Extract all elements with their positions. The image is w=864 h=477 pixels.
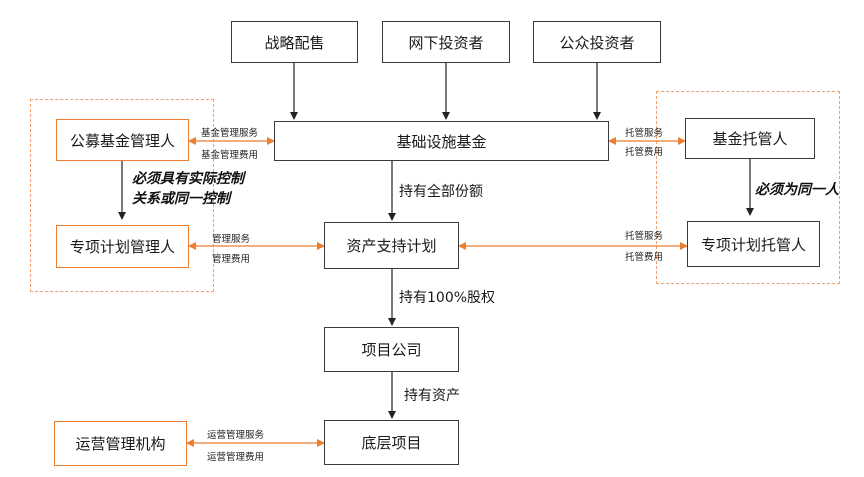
custody-service-label-mid: 托管服务	[625, 231, 664, 242]
public-fund-manager-label: 公募基金管理人	[69, 131, 175, 150]
project-company-label: 项目公司	[361, 341, 422, 359]
operation-manager-box: 运营管理机构	[54, 421, 187, 466]
mgmt-service-label: 管理服务	[212, 234, 251, 245]
public-investors-box: 公众投资者	[533, 21, 661, 63]
special-plan-manager-label: 专项计划管理人	[69, 238, 175, 256]
underlying-project-box: 底层项目	[324, 420, 459, 465]
ops-mgmt-service-label: 运营管理服务	[207, 430, 265, 441]
fund-custodian-label: 基金托管人	[712, 130, 788, 148]
special-plan-custodian-box: 专项计划托管人	[687, 221, 820, 267]
infra-fund-label: 基础设施基金	[396, 132, 487, 151]
control-note-line2: 关系或同一控制	[132, 191, 230, 207]
hold-all-shares-label: 持有全部份额	[399, 184, 483, 200]
fund-mgmt-service-label: 基金管理服务	[201, 128, 259, 139]
custody-fee-label-mid: 托管费用	[625, 252, 664, 263]
control-note-line1: 必须具有实际控制	[132, 171, 244, 187]
same-person-note: 必须为同一人	[755, 182, 839, 198]
left-dashed-group	[30, 99, 214, 292]
abs-plan-label: 资产支持计划	[346, 237, 437, 255]
strategic-placement-label: 战略配售	[264, 33, 325, 52]
special-plan-manager-box: 专项计划管理人	[56, 225, 189, 268]
offline-investors-box: 网下投资者	[382, 21, 510, 63]
custody-fee-label-top: 托管费用	[625, 147, 664, 158]
hold-assets-label: 持有资产	[404, 388, 460, 404]
fund-mgmt-fee-label: 基金管理费用	[201, 150, 259, 161]
public-investors-label: 公众投资者	[559, 33, 635, 52]
fund-custodian-box: 基金托管人	[685, 118, 815, 159]
ops-mgmt-fee-label: 运营管理费用	[207, 452, 265, 463]
public-fund-manager-box: 公募基金管理人	[56, 119, 189, 161]
special-plan-custodian-label: 专项计划托管人	[700, 235, 806, 254]
hold-equity-label: 持有100%股权	[399, 290, 496, 306]
operation-manager-label: 运营管理机构	[75, 435, 166, 453]
infra-fund-box: 基础设施基金	[274, 121, 609, 161]
strategic-placement-box: 战略配售	[231, 21, 358, 63]
abs-plan-box: 资产支持计划	[324, 222, 459, 269]
control-note: 必须具有实际控制 关系或同一控制	[132, 169, 244, 209]
custody-service-label-top: 托管服务	[625, 128, 664, 139]
offline-investors-label: 网下投资者	[408, 33, 484, 52]
right-dashed-group	[656, 91, 840, 284]
project-company-box: 项目公司	[324, 327, 459, 372]
underlying-project-label: 底层项目	[361, 434, 422, 452]
mgmt-fee-label: 管理费用	[212, 254, 251, 265]
